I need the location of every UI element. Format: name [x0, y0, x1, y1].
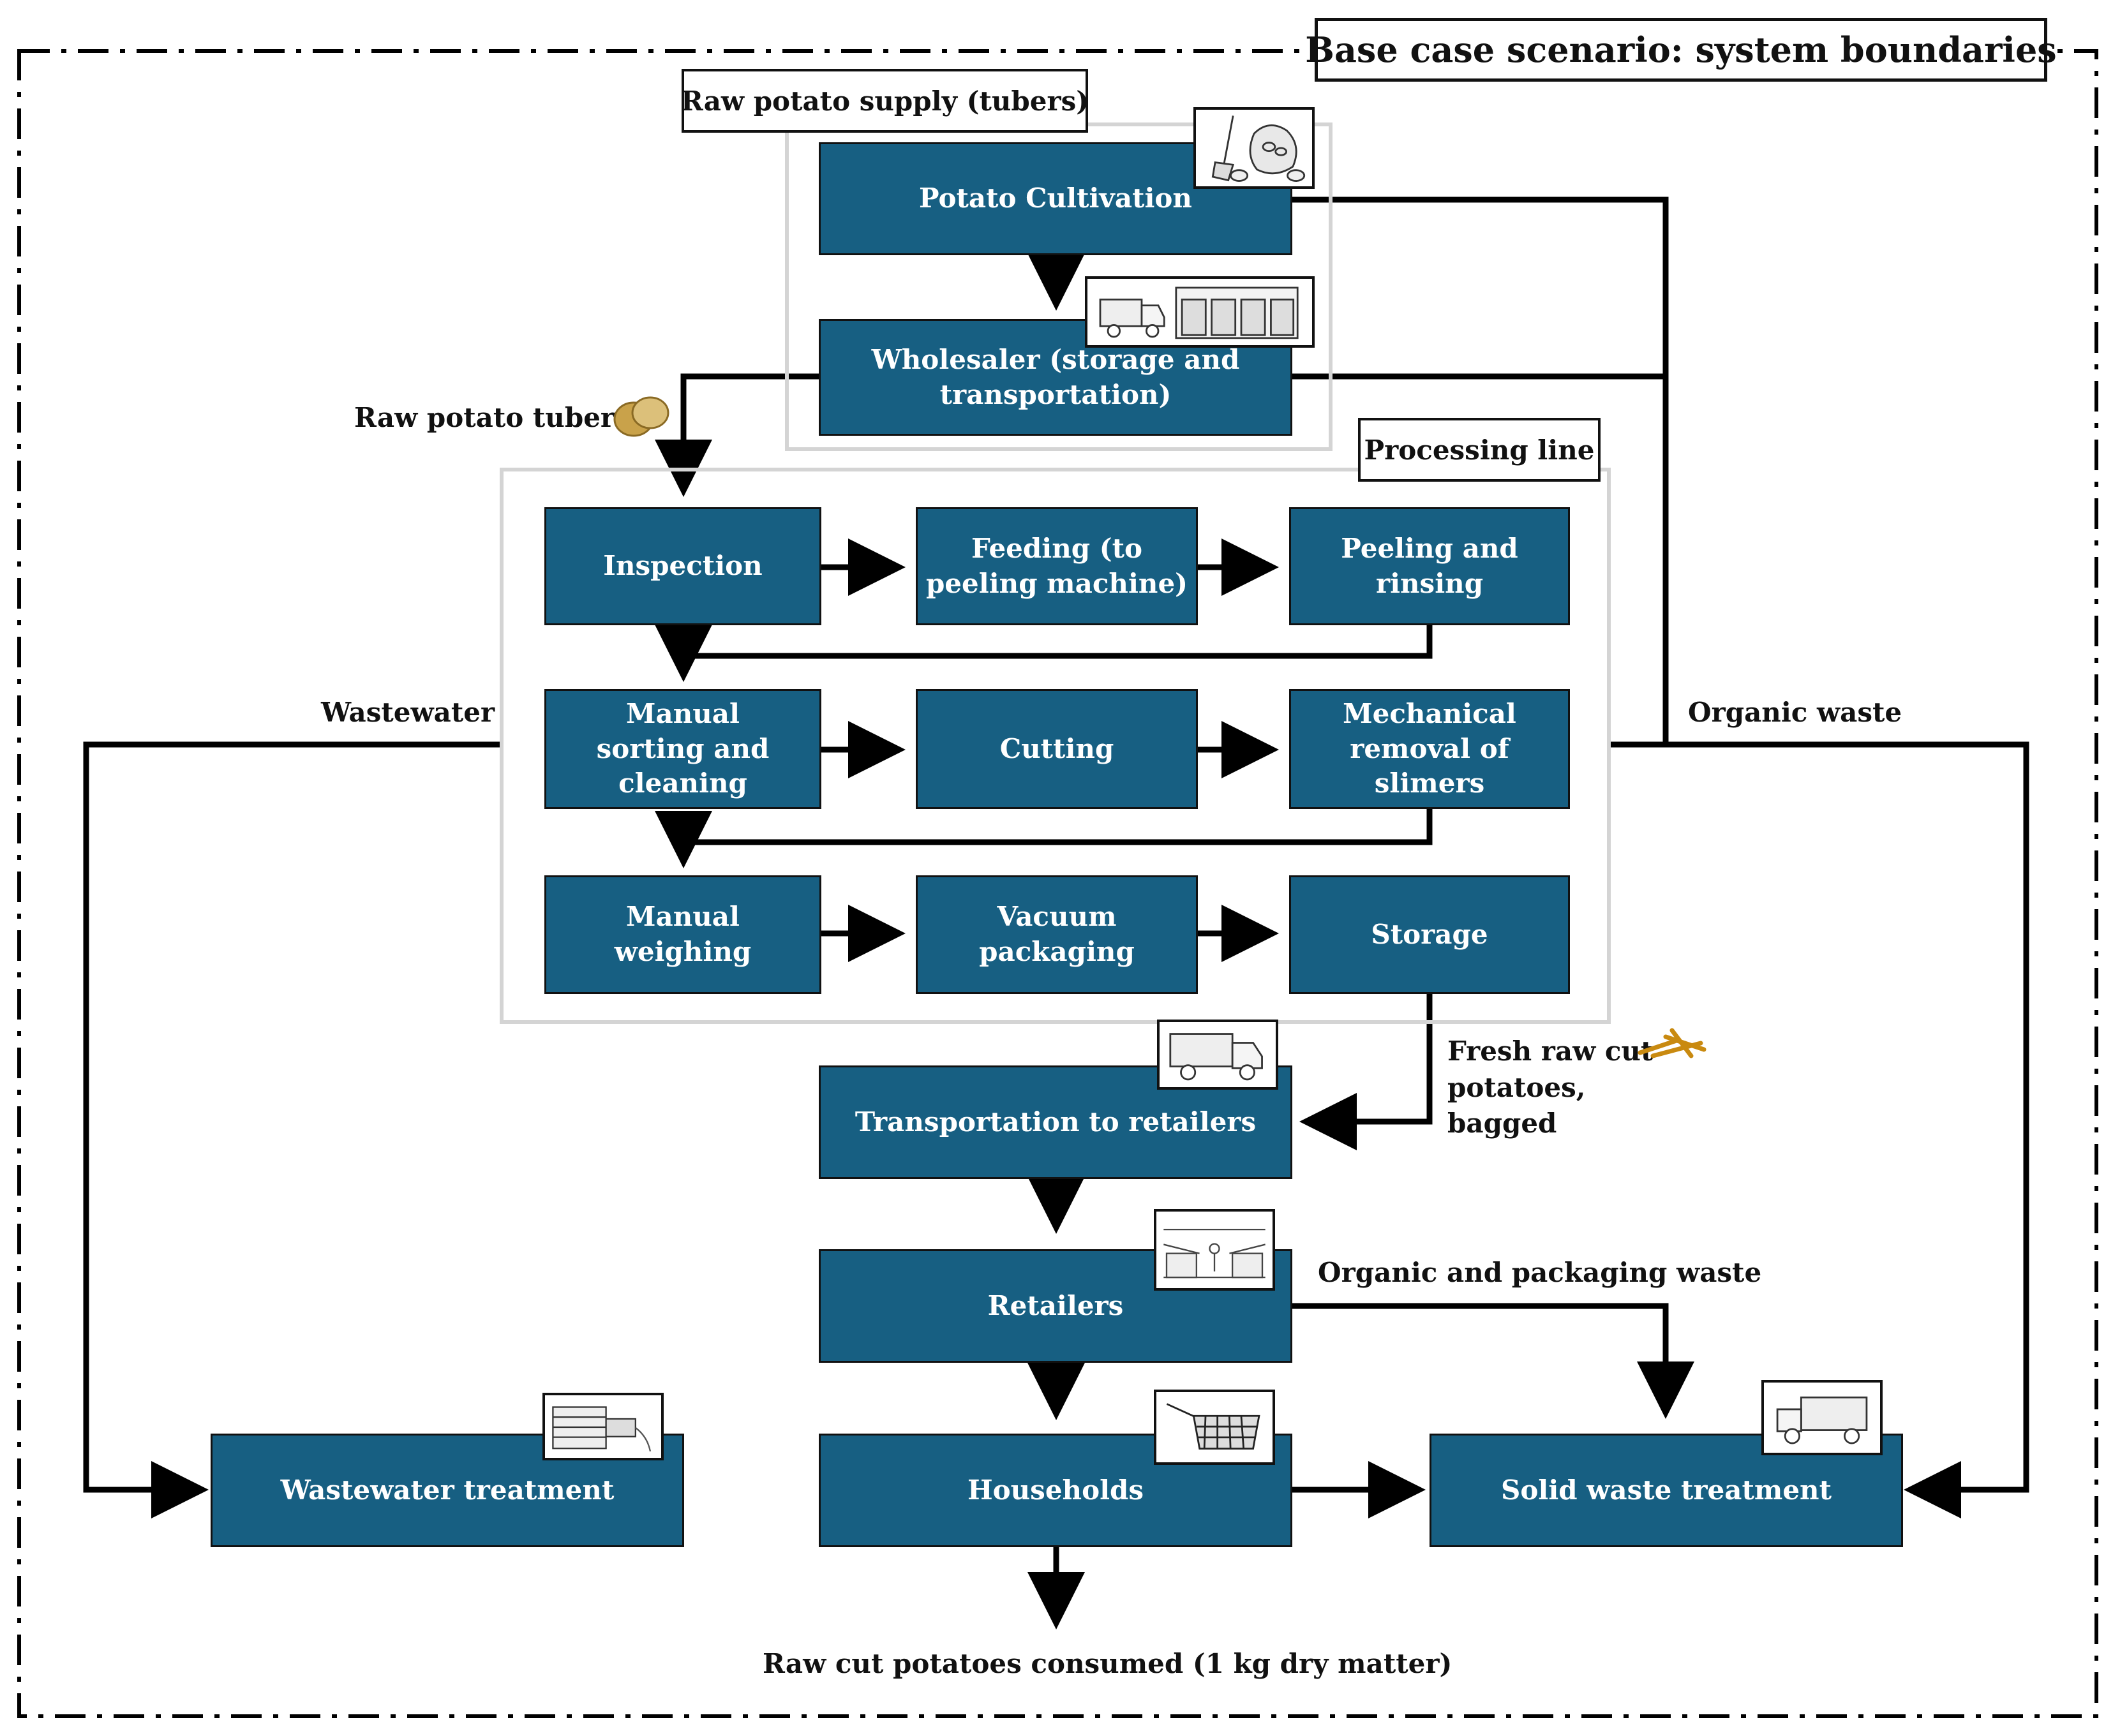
arrow-retailers-solidwaste	[1292, 1303, 1694, 1419]
feeding-label: Feeding (to peeling machine)	[925, 532, 1188, 599]
retailers-label: Retailers	[987, 1289, 1124, 1321]
diagram-title: Base case scenario: system boundaries	[1305, 18, 2057, 82]
wastewater-treatment-label: Wastewater treatment	[280, 1474, 615, 1506]
peeling-box: Peeling and rinsing	[1289, 507, 1570, 625]
solid-waste-treatment-label: Solid waste treatment	[1501, 1474, 1832, 1506]
organic-packaging-label: Organic and packaging waste	[1318, 1257, 1762, 1288]
arrow-wastewater	[83, 741, 500, 1518]
fries-icon	[1634, 1024, 1710, 1062]
supermarket-icon	[1154, 1209, 1275, 1291]
wastewater-pipe-icon	[542, 1393, 664, 1460]
manual-sorting-box: Manual sorting and cleaning	[544, 689, 821, 809]
processing-group	[500, 468, 1611, 1024]
arrow-peeling-sorting	[655, 625, 1433, 682]
cutting-box: Cutting	[916, 689, 1198, 809]
mechanical-removal-box: Mechanical removal of slimers	[1289, 689, 1570, 809]
arrow-wholesaler-inspection	[655, 373, 819, 497]
households-label: Households	[967, 1474, 1144, 1506]
fresh-cut-label: Fresh raw cut potatoes, bagged	[1447, 1035, 1654, 1139]
organic-waste-label: Organic waste	[1688, 697, 1902, 728]
system-boundary	[17, 49, 2098, 1718]
line-organic-cultivation	[1292, 197, 1669, 745]
arrow-storage-transportation	[1299, 994, 1433, 1150]
delivery-truck-icon	[1157, 1020, 1278, 1090]
manual-sorting-label: Manual sorting and cleaning	[596, 698, 770, 799]
potato-icon	[609, 387, 673, 443]
transportation-label: Transportation to retailers	[855, 1106, 1257, 1138]
vacuum-packaging-label: Vacuum packaging	[979, 901, 1135, 967]
inspection-box: Inspection	[544, 507, 821, 625]
storage-label: Storage	[1371, 918, 1488, 950]
arrow-organic-solidwaste	[1611, 741, 2029, 1518]
consumed-label: Raw cut potatoes consumed (1 kg dry matt…	[763, 1648, 1452, 1679]
truck-and-warehouse-icon	[1085, 276, 1315, 348]
feeding-box: Feeding (to peeling machine)	[916, 507, 1198, 625]
storage-box: Storage	[1289, 875, 1570, 994]
potato-cultivation-box: Potato Cultivation	[819, 142, 1292, 255]
peeling-label: Peeling and rinsing	[1341, 532, 1518, 599]
garbage-truck-icon	[1761, 1380, 1883, 1455]
inspection-label: Inspection	[603, 550, 763, 582]
cutting-label: Cutting	[999, 732, 1114, 764]
manual-weighing-label: Manual weighing	[614, 901, 752, 967]
potato-cultivation-label: Potato Cultivation	[919, 182, 1192, 214]
processing-label: Processing line	[1358, 418, 1601, 482]
frying-basket-icon	[1154, 1390, 1275, 1465]
vacuum-packaging-box: Vacuum packaging	[916, 875, 1198, 994]
shovel-and-potato-sack-icon	[1193, 107, 1315, 189]
raw-supply-label: Raw potato supply (tubers)	[681, 69, 1089, 133]
raw-tubers-label: Raw potato tubers	[354, 402, 630, 433]
arrow-mechanical-weighing	[655, 809, 1433, 868]
mechanical-removal-label: Mechanical removal of slimers	[1343, 698, 1516, 799]
manual-weighing-box: Manual weighing	[544, 875, 821, 994]
wholesaler-label: Wholesaler (storage and transportation)	[871, 343, 1240, 410]
wastewater-label: Wastewater	[321, 697, 495, 728]
